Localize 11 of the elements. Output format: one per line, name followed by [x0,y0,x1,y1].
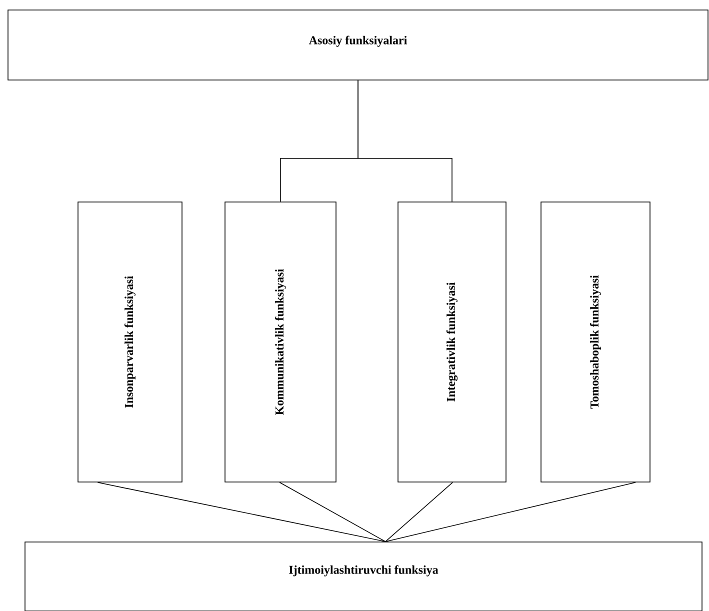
connector-line [97,482,386,542]
function-box: Ijtimoiylashtiruvchi funksiya [24,542,702,611]
function-box: Asosiy funksiyalari [8,10,708,80]
connector-line [385,482,453,542]
function-box: Integrativlik funksiyasi [398,202,506,482]
function-box: Tomoshaboplik funksiyasi [540,202,650,482]
function-box: Insonparvarlik funksiyasi [78,202,182,482]
function-box: Kommunikativlik funksiyasi [224,202,336,482]
connector-line [279,482,386,542]
connector-line [385,482,636,542]
connector-line [358,80,452,202]
